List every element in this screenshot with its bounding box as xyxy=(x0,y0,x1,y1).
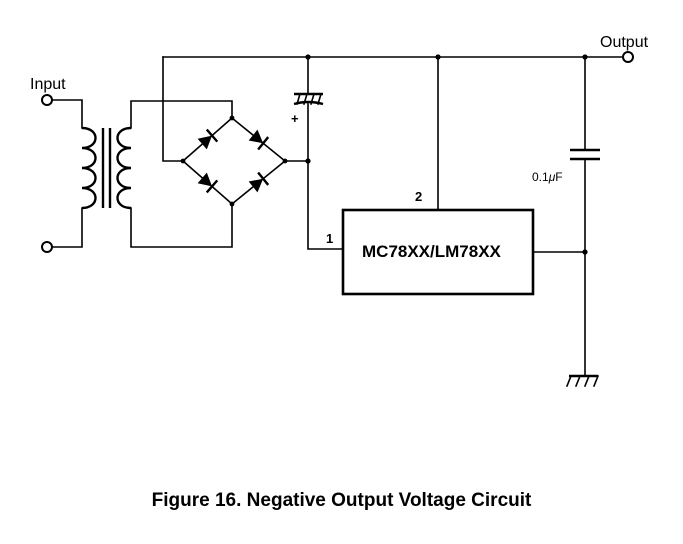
transformer xyxy=(81,126,132,210)
transformer-primary-coil xyxy=(81,126,97,210)
input-label: Input xyxy=(30,76,66,93)
capacitor-value-label: 0.1μF xyxy=(532,170,563,184)
diode-icon xyxy=(248,129,270,151)
bridge-rectifier xyxy=(180,115,288,207)
ground-icon xyxy=(565,374,600,388)
diode-icon xyxy=(197,128,219,150)
output-capacitor: 0.1μF xyxy=(532,56,600,377)
regulator-ic: MC78XX/LM78XX 1 2 xyxy=(326,189,535,296)
diode-icon xyxy=(197,172,219,194)
pin-2-label: 2 xyxy=(415,189,422,204)
diode-icon xyxy=(248,171,270,193)
transformer-secondary-coil xyxy=(116,126,132,210)
ic-label: MC78XX/LM78XX xyxy=(362,242,502,261)
pin-1-label: 1 xyxy=(326,231,333,246)
input-terminal-top[interactable] xyxy=(41,94,53,106)
electrolytic-capacitor: + xyxy=(291,56,324,162)
circuit-schematic: Input xyxy=(30,34,649,388)
capacitor-plus-sign: + xyxy=(291,111,299,126)
figure-caption: Figure 16. Negative Output Voltage Circu… xyxy=(151,490,532,511)
input-terminals xyxy=(41,94,83,253)
output-label: Output xyxy=(600,34,649,51)
input-terminal-bottom[interactable] xyxy=(41,241,53,253)
output-terminal[interactable] xyxy=(622,51,634,63)
